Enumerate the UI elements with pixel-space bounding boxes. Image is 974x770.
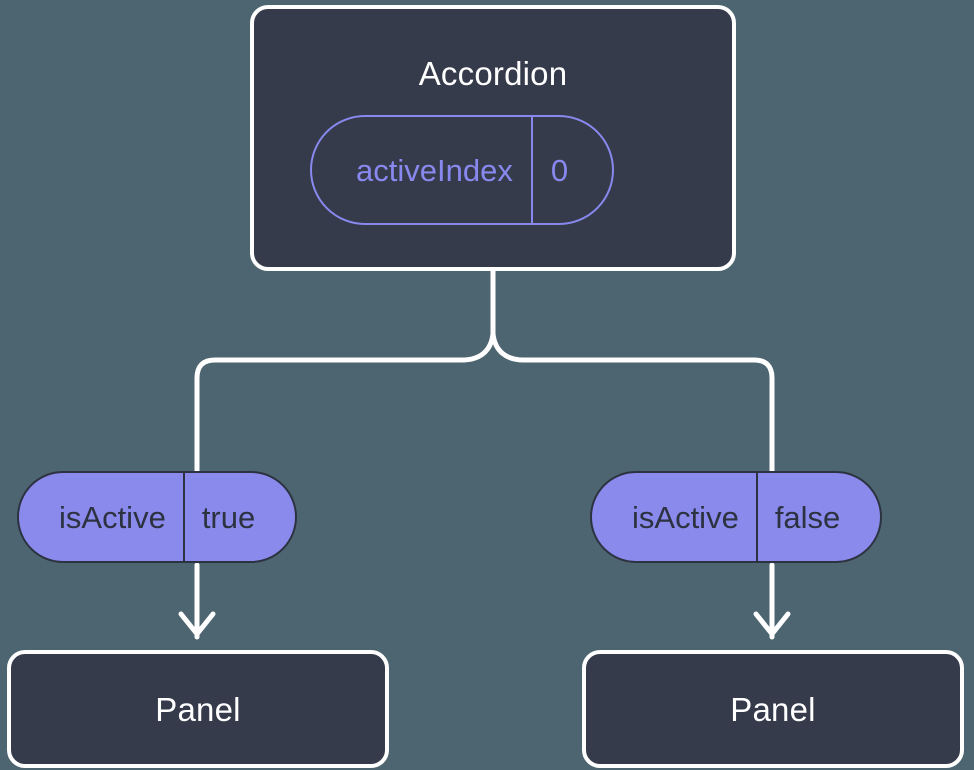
node-panel-right[interactable]: Panel [582, 650, 964, 768]
node-accordion-title: Accordion [418, 55, 568, 92]
state-pill-active-index-value: 0 [530, 117, 612, 223]
node-panel-left[interactable]: Panel [7, 650, 389, 768]
prop-pill-is-active-right[interactable]: isActive false [590, 471, 883, 563]
connector-branch-left [194, 331, 496, 474]
arrow-head-right-icon [753, 611, 791, 637]
prop-pill-is-active-right-value: false [755, 473, 880, 561]
node-panel-left-title: Panel [155, 690, 241, 728]
prop-pill-is-active-right-key: isActive [632, 499, 739, 535]
prop-pill-is-active-left[interactable]: isActive true [17, 471, 298, 563]
prop-pill-is-active-left-value: true [182, 473, 295, 561]
state-pill-active-index-key: activeIndex [356, 152, 513, 188]
arrow-head-left-icon [178, 611, 216, 637]
state-pill-active-index[interactable]: activeIndex 0 [310, 115, 615, 225]
connector-branch-right [490, 331, 775, 474]
prop-pill-is-active-left-key: isActive [59, 499, 166, 535]
node-panel-right-title: Panel [730, 690, 816, 728]
